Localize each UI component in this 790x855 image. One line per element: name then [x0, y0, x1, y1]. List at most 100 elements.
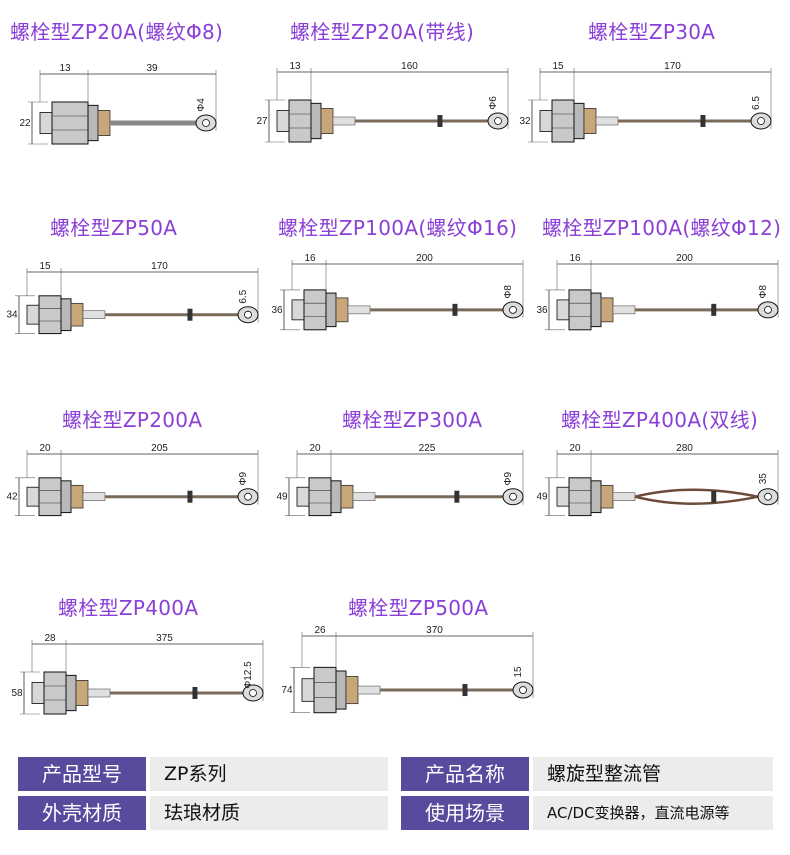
terminal-hole	[202, 119, 210, 127]
length-label: 200	[416, 253, 433, 264]
product-title: 螺栓型ZP20A(螺纹Φ8)	[10, 20, 224, 44]
ceramic-case	[340, 484, 354, 509]
height-label: 27	[256, 116, 268, 127]
dimension-drawing: 361616200Φ8	[270, 250, 535, 345]
terminal-hole	[494, 117, 502, 125]
drawing-svg: 361616200Φ8	[271, 253, 524, 331]
length-label: 170	[151, 261, 168, 272]
hex-body	[308, 477, 332, 517]
threaded-stud	[31, 682, 45, 704]
threaded-stud	[26, 486, 40, 507]
length-label: 370	[426, 625, 443, 636]
flange	[330, 480, 342, 514]
cable-sleeve	[612, 492, 636, 502]
cable-marker	[452, 303, 458, 316]
ceramic-case	[345, 676, 359, 705]
cable-sleeve	[82, 310, 106, 320]
threaded-stud	[301, 678, 315, 702]
hex-label: 16	[569, 253, 581, 264]
cable-sleeve	[595, 116, 619, 126]
hex-body	[568, 289, 592, 331]
spec-row-shell: 外壳材质 珐琅材质	[18, 796, 388, 830]
terminal-hole	[757, 117, 765, 125]
hex-body	[51, 101, 89, 145]
length-label: 170	[664, 61, 681, 72]
hex-label: 26	[314, 625, 326, 636]
dimension-drawing: 3212151706.5	[518, 58, 783, 158]
cable-marker	[454, 490, 460, 503]
hole-label: Φ12.5	[243, 661, 254, 689]
spec-value: 螺旋型整流管	[533, 757, 773, 791]
length-label: 225	[419, 443, 436, 454]
hole-label: Φ6	[488, 96, 499, 110]
cable-sleeve	[332, 116, 356, 126]
height-label: 36	[271, 305, 283, 316]
drawing-svg: 74302637015	[281, 625, 534, 714]
drawing-svg: 3212151706.5	[519, 61, 772, 143]
threaded-stud	[539, 110, 553, 132]
dimension-drawing: 422020205Φ9	[5, 440, 270, 530]
spec-label: 使用场景	[401, 796, 529, 830]
height-label: 58	[11, 688, 23, 699]
hex-body	[38, 477, 62, 517]
length-label: 205	[151, 443, 168, 454]
hex-body	[38, 295, 62, 335]
cable-marker	[187, 490, 193, 503]
length-label: 160	[401, 61, 418, 72]
spec-label: 产品名称	[401, 757, 529, 791]
drawing-svg: 3412151706.5	[6, 261, 259, 335]
cable-marker	[700, 115, 706, 127]
hole-label: 6.5	[238, 289, 249, 303]
threaded-stud	[556, 486, 570, 507]
ceramic-case	[583, 108, 597, 135]
hole-label: 6.5	[751, 96, 762, 110]
threaded-stud	[39, 112, 53, 134]
flange	[60, 480, 72, 514]
drawing-svg: 422020205Φ9	[6, 443, 259, 517]
length-label: 375	[156, 633, 173, 644]
cable-sleeve	[87, 688, 111, 698]
cable-wire	[634, 495, 759, 505]
hole-label: Φ8	[758, 285, 769, 299]
hole-label: 15	[513, 666, 524, 678]
hole-label: Φ9	[238, 471, 249, 485]
cable-marker	[187, 308, 193, 321]
hex-label: 15	[552, 61, 564, 72]
product-title: 螺栓型ZP100A(螺纹Φ12)	[542, 216, 782, 240]
product-title: 螺栓型ZP400A	[58, 596, 199, 620]
dimension-drawing: 583028375Φ12.5	[10, 630, 275, 730]
product-title: 螺栓型ZP100A(螺纹Φ16)	[278, 216, 518, 240]
terminal-hole	[244, 492, 252, 501]
height-label: 34	[6, 310, 18, 321]
threaded-stud	[26, 304, 40, 325]
cable-marker	[192, 687, 198, 699]
hex-label: 28	[44, 633, 56, 644]
dimension-drawing: 74302637015	[280, 622, 545, 730]
drawing-svg: 271013160Φ6	[256, 61, 509, 143]
height-label: 42	[6, 492, 18, 503]
spec-value: AC/DC变换器，直流电源等	[533, 796, 773, 830]
flange	[60, 298, 72, 332]
flange	[335, 670, 347, 710]
height-label: 22	[19, 118, 31, 129]
height-label: 74	[281, 685, 293, 696]
hex-body	[43, 671, 67, 715]
hole-label: Φ8	[503, 285, 514, 299]
hex-label: 20	[309, 443, 321, 454]
flange	[590, 292, 602, 328]
ceramic-case	[600, 297, 614, 323]
cable-marker	[462, 684, 468, 697]
threaded-stud	[291, 299, 305, 321]
cable-sleeve	[612, 305, 636, 315]
hex-label: 20	[569, 443, 581, 454]
cable-sleeve	[357, 685, 381, 695]
hex-label: 15	[39, 261, 51, 272]
flange	[87, 104, 99, 142]
dimension-drawing: 271013160Φ6	[255, 58, 520, 158]
hole-label: 35	[758, 473, 769, 485]
dimension-drawing: 492020225Φ9	[275, 440, 535, 530]
terminal-hole	[249, 689, 257, 697]
flange	[65, 674, 77, 712]
ceramic-case	[335, 297, 349, 323]
length-label: 39	[146, 63, 158, 74]
